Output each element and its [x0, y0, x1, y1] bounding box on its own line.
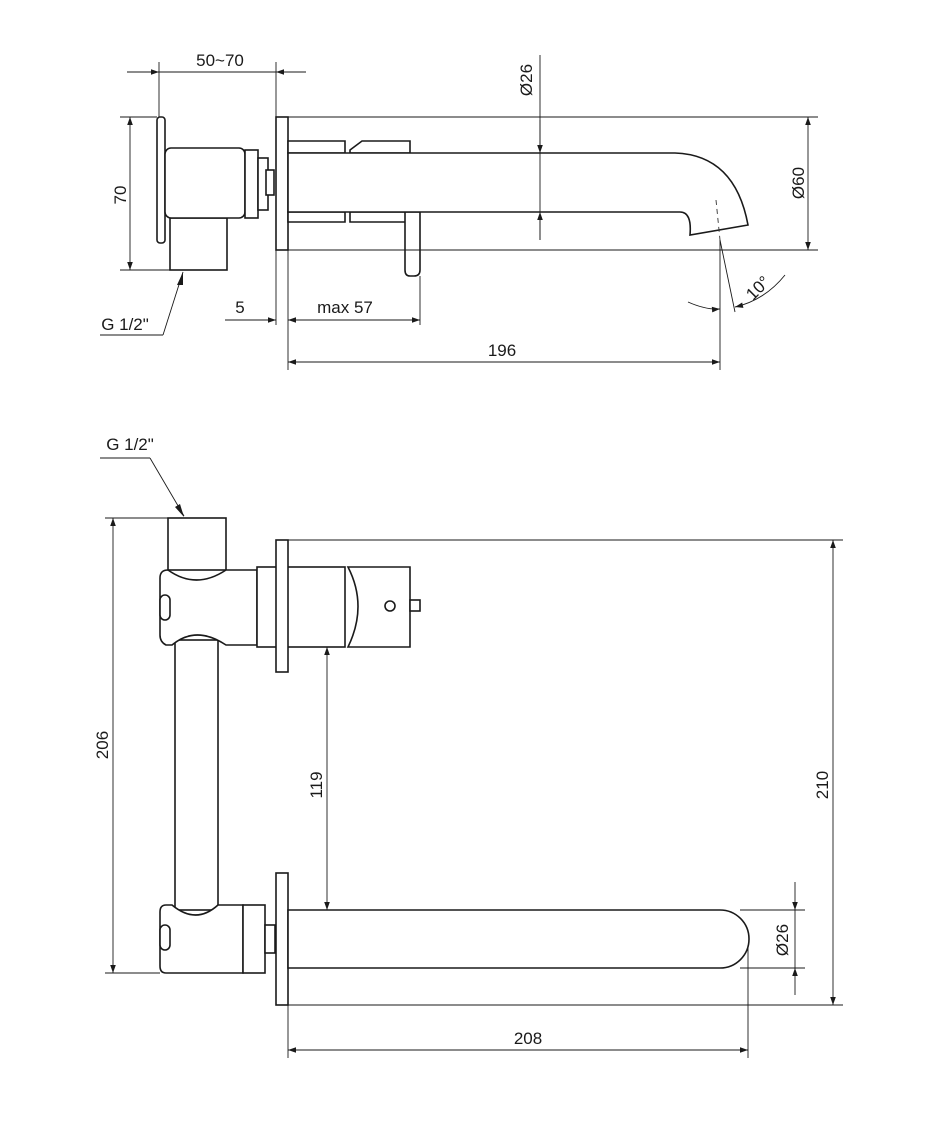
dim-projection-label: 196 — [488, 341, 516, 360]
faucet-side-profile — [156, 116, 749, 277]
dim-height-label: 70 — [111, 186, 130, 205]
side-view: 50~70 Ø26 Ø60 70 G 1/2" 5 max 57 196 10° — [100, 51, 818, 370]
faucet-front-profile — [159, 517, 750, 1006]
dim-spout-diameter-label: Ø26 — [517, 64, 536, 96]
dim-plate-span-label: 210 — [813, 771, 832, 799]
dim-angle-label: 10° — [742, 272, 774, 304]
side-thread-label: G 1/2" — [101, 315, 149, 334]
dim-spout-diameter-label: Ø26 — [773, 924, 792, 956]
dim-plate-diameter-label: Ø60 — [789, 167, 808, 199]
front-thread-label: G 1/2" — [106, 435, 154, 454]
dim-spacing-label: 119 — [307, 771, 326, 798]
dim-wall-gap-label: 5 — [235, 298, 244, 317]
front-view: G 1/2" 206 119 210 Ø26 208 — [93, 435, 843, 1058]
dim-depth-label: 50~70 — [196, 51, 244, 70]
dim-total-height-label: 206 — [93, 731, 112, 759]
dim-spout-length-label: 208 — [514, 1029, 542, 1048]
dim-max-plaster-label: max 57 — [317, 298, 373, 317]
